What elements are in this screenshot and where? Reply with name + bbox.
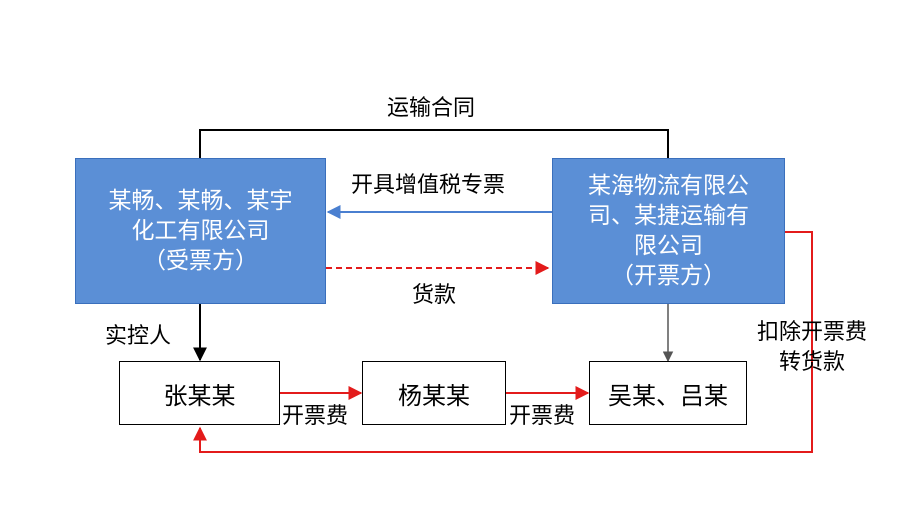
zhang-label: 张某某: [163, 381, 236, 410]
zhang-box: 张某某: [119, 361, 280, 425]
yang-box: 杨某某: [362, 361, 506, 425]
refund-label-line-2: 转货款: [779, 350, 846, 375]
receiver-box: 某畅、某畅、某宇 化工有限公司 （受票方）: [75, 158, 326, 304]
controller-label: 实控人: [105, 324, 172, 349]
yang-label: 杨某某: [398, 381, 470, 410]
contract-label: 运输合同: [387, 96, 476, 121]
receiver-line-2: 化工有限公司: [131, 218, 270, 244]
issuer-line-2: 司、某捷运输有: [588, 203, 749, 229]
issuer-box: 某海物流有限公 司、某捷运输有 限公司 （开票方）: [552, 158, 785, 304]
refund-label: 扣除开票费 转货款: [757, 318, 867, 378]
receiver-line-1: 某畅、某畅、某宇: [108, 188, 293, 214]
issuer-line-1: 某海物流有限公: [588, 173, 749, 199]
refund-arrow: [193, 231, 813, 453]
refund-label-line-1: 扣除开票费: [757, 320, 868, 345]
contract-line: [199, 129, 669, 158]
receiver-line-3: （受票方）: [143, 248, 258, 274]
issuer-line-3: 限公司: [634, 233, 703, 259]
wulv-box: 吴某、吕某: [589, 361, 747, 425]
fee2-label: 开票费: [509, 404, 576, 429]
fee1-label: 开票费: [282, 404, 349, 429]
invoice-label: 开具增值税专票: [351, 173, 506, 198]
issuer-line-4: （开票方）: [611, 263, 726, 289]
payment-label: 货款: [412, 283, 457, 308]
wulv-label: 吴某、吕某: [608, 381, 728, 410]
